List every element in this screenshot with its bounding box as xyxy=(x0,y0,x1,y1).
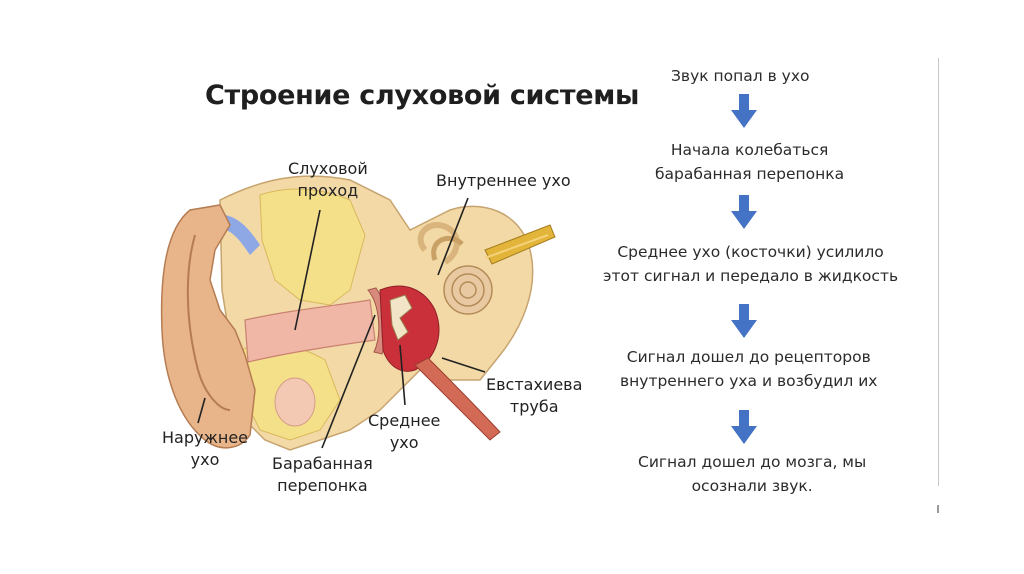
ossicles xyxy=(389,294,413,341)
arrow-down-icon xyxy=(731,195,757,229)
leader-ear-canal xyxy=(294,209,321,331)
leader-outer-ear xyxy=(197,397,206,424)
leader-eardrum xyxy=(321,314,376,449)
label-middle-ear: Среднее ухо xyxy=(368,411,441,452)
divider-tick xyxy=(937,505,939,513)
label-eardrum: Барабанная перепонка xyxy=(272,454,373,495)
label-inner-ear: Внутреннее ухо xyxy=(436,171,571,190)
pinna xyxy=(160,204,256,449)
pinna-fold xyxy=(186,234,231,411)
ear-anatomy-illustration xyxy=(160,175,556,451)
leader-middle-ear xyxy=(399,344,406,406)
label-ear-canal: Слуховой проход xyxy=(288,159,368,200)
right-divider xyxy=(938,58,939,486)
flow-step-4: Сигнал дошел до рецепторов внутреннего у… xyxy=(620,348,878,390)
flow-step-1: Звук попал в ухо xyxy=(671,67,810,85)
semicircular-canals xyxy=(417,222,460,265)
arrow-down-icon xyxy=(731,94,757,128)
leader-eustachian xyxy=(441,357,486,373)
arrow-down-icon xyxy=(731,410,757,444)
flow-step-3: Среднее ухо (косточки) усилило этот сигн… xyxy=(603,243,899,285)
ear-canal xyxy=(244,299,376,363)
flow-step-5: Сигнал дошел до мозга, мы осознали звук. xyxy=(638,453,867,495)
label-outer-ear: Наружнее ухо xyxy=(162,428,249,469)
slide-title: Строение слуховой системы xyxy=(205,80,640,111)
eustachian-tube-shape xyxy=(414,357,501,441)
label-eustachian-tube: Евстахиева труба xyxy=(486,375,583,416)
arrow-down-icon xyxy=(731,304,757,338)
leader-inner-ear xyxy=(437,197,469,276)
flow-step-2: Начала колебаться барабанная перепонка xyxy=(655,141,845,183)
gland xyxy=(274,377,316,427)
cochlea-shape xyxy=(443,265,493,315)
